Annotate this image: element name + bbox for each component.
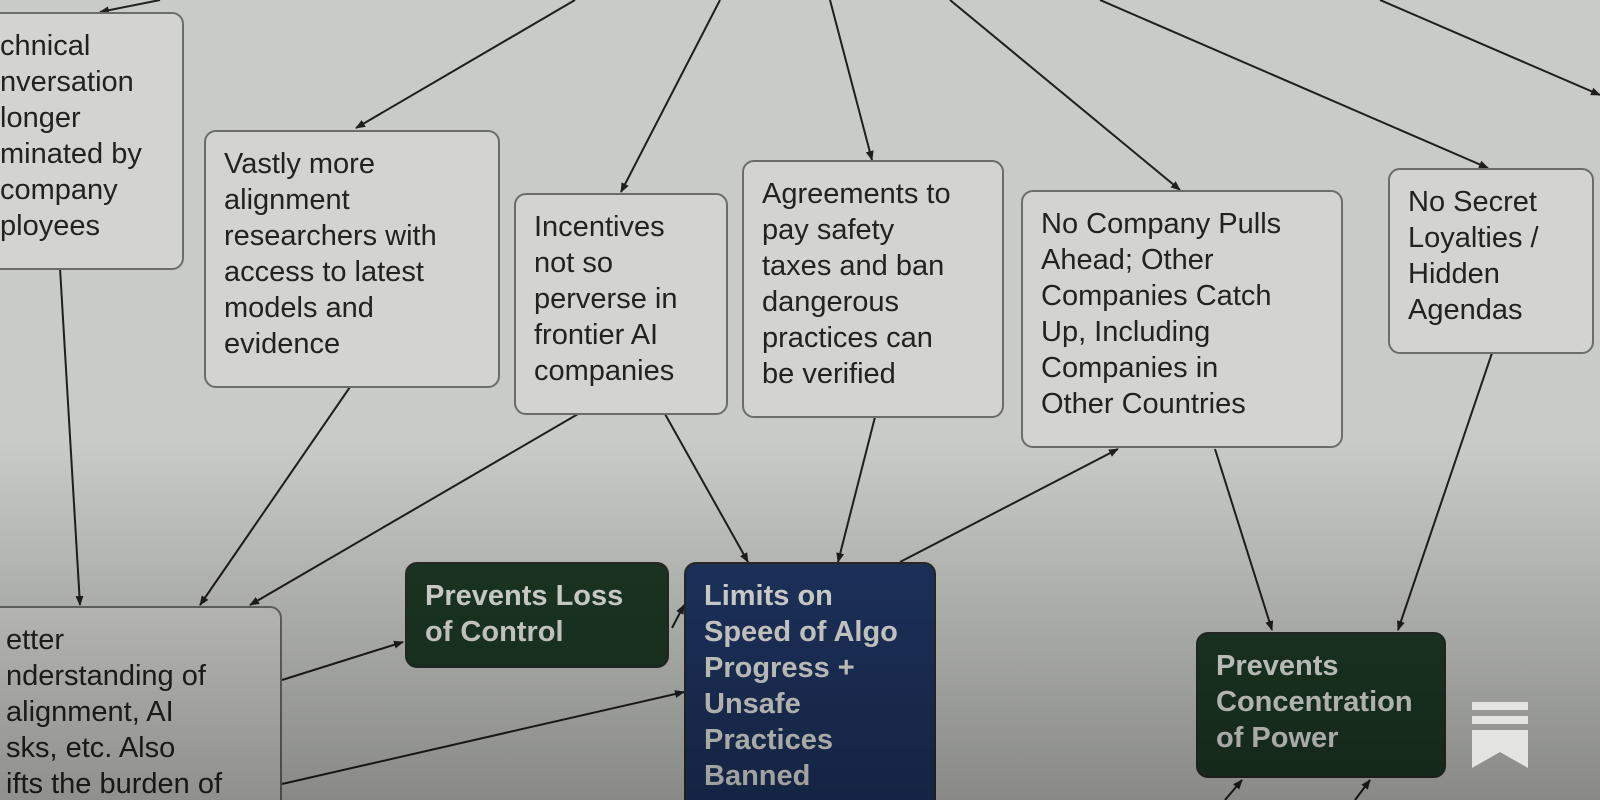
node-technical-conversation: chnical nversation longer minated by com… (0, 12, 184, 270)
edge-incentives-to-limits (664, 413, 749, 563)
node-incentives: Incentives not so perverse in frontier A… (514, 193, 728, 415)
node-alignment-researchers: Vastly more alignment researchers with a… (204, 130, 500, 388)
edge-loss-of-control-to-limits (671, 604, 685, 629)
node-limits-on-speed: Limits on Speed of Algo Progress + Unsaf… (684, 562, 936, 800)
edge-offscreen-to-prevents-concentration-left (1224, 779, 1243, 800)
edge-offscreen-to-no-secret (1099, 0, 1489, 169)
node-no-company-pulls-ahead: No Company Pulls Ahead; Other Companies … (1021, 190, 1343, 448)
edge-limits-to-no-company (899, 448, 1119, 563)
edge-offscreen-right (1379, 0, 1600, 96)
node-no-secret-loyalties: No Secret Loyalties / Hidden Agendas (1388, 168, 1594, 354)
edge-offscreen-to-technical (99, 0, 161, 15)
node-prevents-concentration-of-power: Prevents Concentration of Power (1196, 632, 1446, 778)
node-better-understanding: etter nderstanding of alignment, AI sks,… (0, 606, 282, 800)
edge-offscreen-to-no-company (949, 0, 1181, 191)
substack-bookmark-icon (1472, 702, 1528, 768)
edge-offscreen-to-agreements (829, 0, 874, 161)
edge-offscreen-to-incentives (620, 0, 721, 193)
edge-better-understanding-to-loss-of-control (281, 640, 404, 681)
node-prevents-loss-of-control: Prevents Loss of Control (405, 562, 669, 668)
edge-no-company-to-prevents-concentration (1214, 448, 1274, 631)
edge-alignment-researchers-to-better-understanding (199, 386, 351, 606)
edge-offscreen-to-prevents-concentration-right (1354, 779, 1371, 800)
edge-incentives-to-better-understanding (249, 413, 579, 606)
node-agreements: Agreements to pay safety taxes and ban d… (742, 160, 1004, 418)
edge-better-understanding-to-limits (281, 690, 685, 785)
edge-agreements-to-limits (836, 416, 876, 563)
edge-technical-to-better-understanding (59, 267, 84, 606)
edge-offscreen-to-alignment-researchers (355, 0, 576, 129)
edge-no-secret-to-prevents-concentration (1397, 352, 1493, 631)
